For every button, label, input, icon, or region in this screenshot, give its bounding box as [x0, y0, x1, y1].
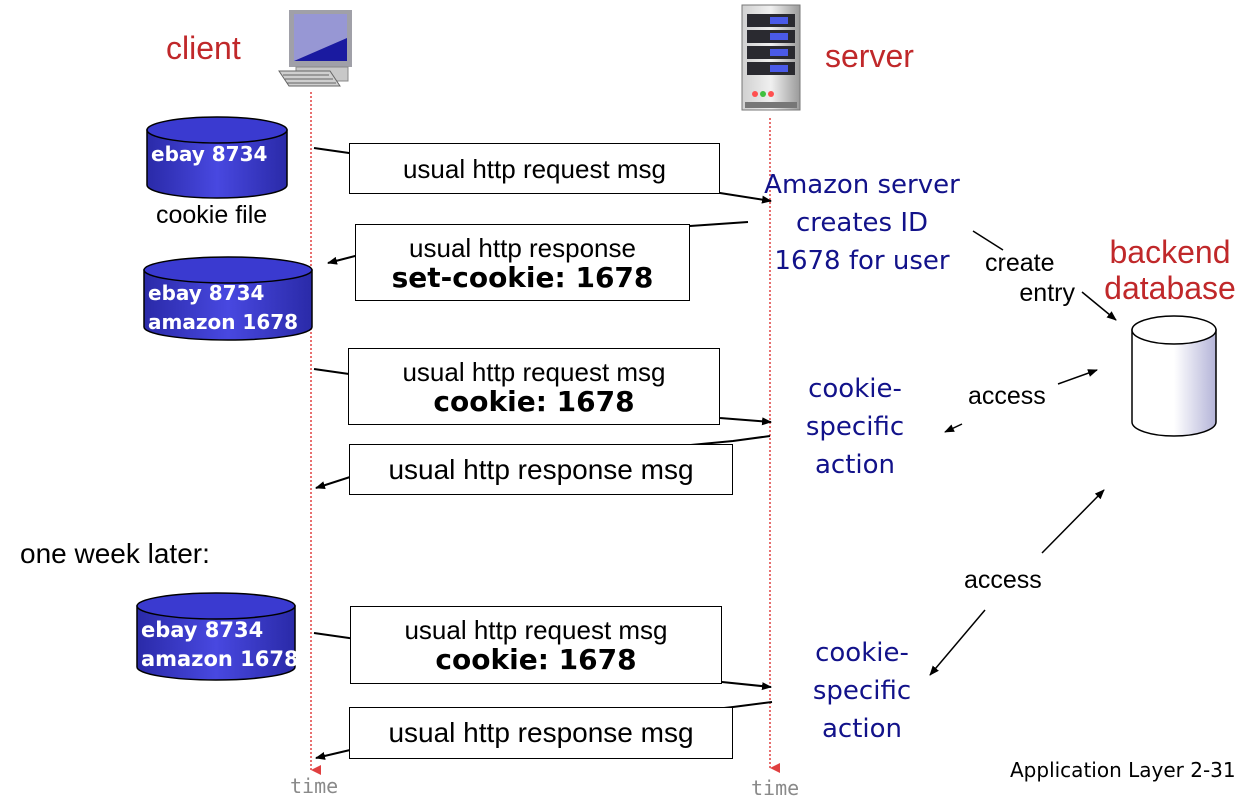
message-line: usual http request msg: [402, 356, 666, 387]
message-header: set-cookie: 1678: [391, 260, 654, 294]
one-week-later-label: one week later:: [20, 538, 210, 569]
computer-icon: [278, 10, 352, 87]
backend-database-label: backend database: [1100, 234, 1240, 306]
message-box-response-1: usual http response set-cookie: 1678: [355, 224, 690, 301]
action-line: 1678 for user: [774, 246, 950, 276]
creates-id-text: Amazon server creates ID 1678 for user: [762, 166, 962, 280]
message-line: usual http response msg: [388, 453, 694, 485]
action-line: specific: [805, 412, 905, 442]
action-line: creates ID: [795, 208, 929, 238]
access-arrow-2b: [929, 609, 986, 676]
cookie-entry: ebay 8734: [141, 618, 264, 642]
access-label-1: access: [968, 382, 1046, 410]
create-arrow: [1081, 291, 1117, 321]
access-arrow-1b: [1057, 369, 1098, 385]
access-arrow-1a: [944, 423, 963, 433]
cookie-file-1-text: ebay 8734: [151, 140, 267, 169]
database-icon: [1131, 315, 1217, 437]
cookie-entry: amazon 1678: [141, 647, 299, 671]
message-box-response-3: usual http response msg: [349, 707, 733, 759]
message-box-request-3: usual http request msg cookie: 1678: [350, 606, 722, 684]
cookie-entry: ebay 8734: [148, 281, 265, 305]
action-line: Amazon server: [764, 170, 960, 200]
database-label: database: [1104, 270, 1236, 306]
cookie-specific-action-1: cookie- specific action: [795, 370, 915, 484]
action-line: action: [821, 714, 903, 744]
create-word: create: [985, 249, 1055, 277]
message-header: cookie: 1678: [433, 384, 635, 418]
client-time-label: time: [290, 774, 339, 798]
cookie-file-cylinder-1: [146, 116, 288, 199]
cookie-file-3-text: ebay 8734 amazon 1678: [141, 616, 299, 674]
message-box-response-2: usual http response msg: [349, 444, 733, 495]
action-line: specific: [812, 676, 912, 706]
message-line: usual http response msg: [388, 717, 694, 748]
create-line: [972, 230, 1004, 251]
cookie-file-cylinder-2: [143, 256, 313, 341]
action-line: cookie-: [808, 374, 902, 404]
message-box-request-1: usual http request msg: [349, 143, 720, 194]
create-entry-label: create entry: [975, 248, 1075, 308]
message-line: usual http response: [409, 232, 636, 263]
server-label: server: [825, 38, 914, 74]
cookie-file-cylinder-3: [136, 592, 296, 681]
message-box-request-2: usual http request msg cookie: 1678: [348, 348, 720, 425]
message-line: usual http request msg: [404, 615, 668, 645]
cookie-file-2-text: ebay 8734 amazon 1678: [148, 279, 298, 337]
message-line: usual http request msg: [402, 153, 667, 184]
server-icon: [741, 4, 801, 111]
backend-label: backend: [1109, 234, 1231, 270]
access-arrow-2a: [1041, 489, 1105, 554]
entry-word: entry: [1019, 279, 1075, 307]
action-line: cookie-: [815, 638, 909, 668]
message-header: cookie: 1678: [435, 643, 637, 676]
access-label-2: access: [964, 566, 1042, 594]
cookie-file-label: cookie file: [156, 201, 268, 229]
cookie-entry: ebay 8734: [151, 142, 268, 166]
slide-footer: Application Layer 2-31: [1010, 758, 1236, 782]
client-label: client: [166, 30, 241, 66]
cookie-entry: amazon 1678: [148, 310, 299, 334]
server-time-label: time: [751, 776, 800, 800]
action-line: action: [814, 450, 896, 480]
cookie-specific-action-2: cookie- specific action: [802, 634, 922, 748]
